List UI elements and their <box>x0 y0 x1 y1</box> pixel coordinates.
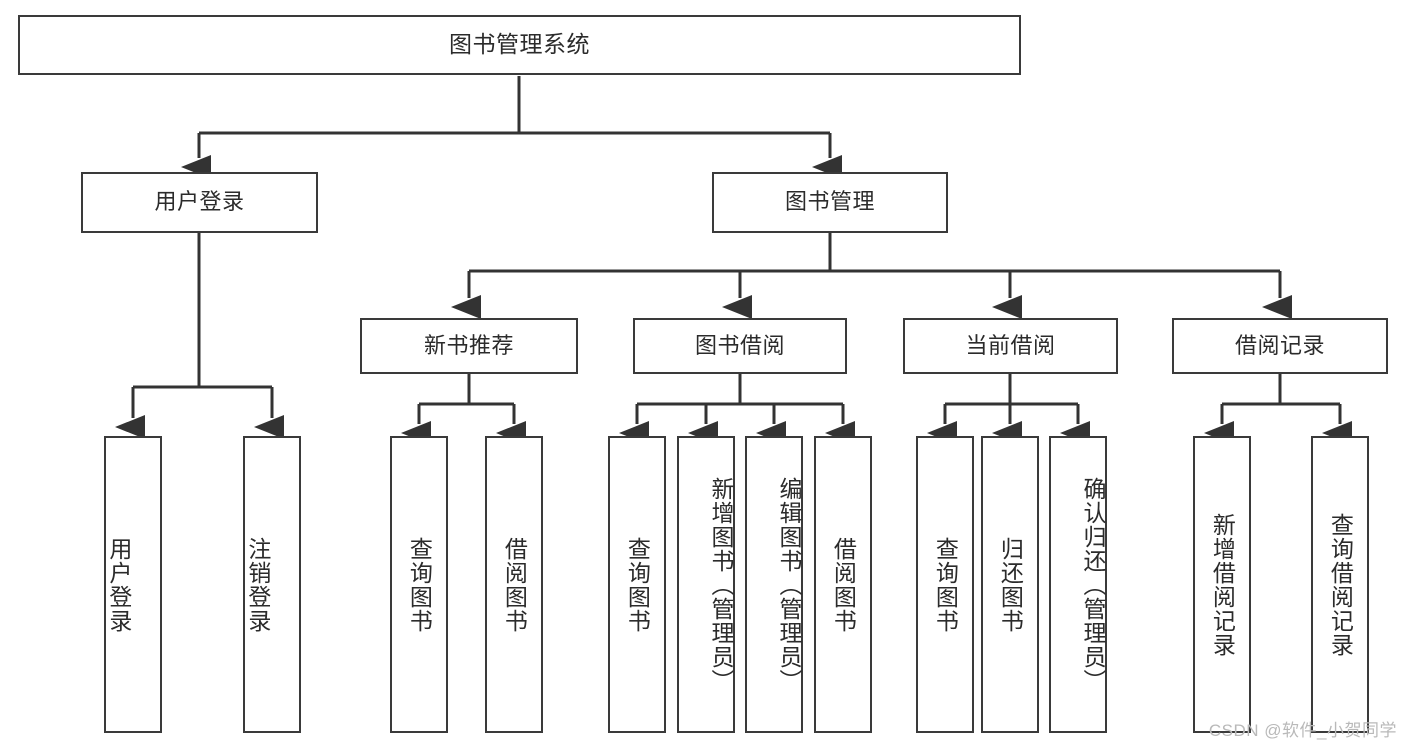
node-label: 图书管理 <box>784 189 875 215</box>
node-leaf-query-books-borrow[interactable]: 查询图书 <box>608 436 666 733</box>
node-label: 用户登录 <box>154 189 245 215</box>
node-leaf-query-borrow-record[interactable]: 查询借阅记录 <box>1311 436 1369 733</box>
node-label: 借阅图书 <box>501 536 528 633</box>
node-book-borrow[interactable]: 图书借阅 <box>633 318 847 374</box>
node-current-borrow[interactable]: 当前借阅 <box>903 318 1118 374</box>
node-leaf-return-books[interactable]: 归还图书 <box>981 436 1039 733</box>
node-borrow-record[interactable]: 借阅记录 <box>1172 318 1388 374</box>
node-label: 新增图书（管理员） <box>708 476 734 693</box>
node-label: 查询借阅记录 <box>1327 512 1354 657</box>
node-leaf-edit-book-admin[interactable]: 编辑图书（管理员） <box>745 436 803 733</box>
watermark-csdn: CSDN @软件_小贺同学 <box>1208 721 1397 740</box>
node-label: 用户登录 <box>105 536 132 633</box>
node-label: 图书借阅 <box>694 332 785 358</box>
node-root-library-system[interactable]: 图书管理系统 <box>18 15 1021 75</box>
node-leaf-add-book-admin[interactable]: 新增图书（管理员） <box>677 436 735 733</box>
node-label: 借阅记录 <box>1234 332 1325 358</box>
node-label: 新书推荐 <box>423 332 514 358</box>
node-leaf-logout[interactable]: 注销登录 <box>243 436 301 733</box>
node-label: 查询图书 <box>624 536 651 633</box>
node-leaf-confirm-return-admin[interactable]: 确认归还（管理员） <box>1049 436 1107 733</box>
node-leaf-query-books-recommend[interactable]: 查询图书 <box>390 436 448 733</box>
node-label: 编辑图书（管理员） <box>776 476 802 693</box>
node-label: 确认归还（管理员） <box>1080 476 1106 693</box>
node-leaf-query-books-current[interactable]: 查询图书 <box>916 436 974 733</box>
node-label: 借阅图书 <box>830 536 857 633</box>
node-label: 注销登录 <box>244 536 271 633</box>
node-label: 新增借阅记录 <box>1209 512 1236 657</box>
node-leaf-add-borrow-record[interactable]: 新增借阅记录 <box>1193 436 1251 733</box>
node-label: 查询图书 <box>932 536 959 633</box>
node-book-management[interactable]: 图书管理 <box>712 172 948 233</box>
node-leaf-borrow-books-recommend[interactable]: 借阅图书 <box>485 436 543 733</box>
node-leaf-user-login[interactable]: 用户登录 <box>104 436 162 733</box>
node-new-book-recommend[interactable]: 新书推荐 <box>360 318 578 374</box>
node-user-login[interactable]: 用户登录 <box>81 172 318 233</box>
node-label: 归还图书 <box>997 536 1024 633</box>
node-label: 查询图书 <box>406 536 433 633</box>
node-leaf-borrow-books[interactable]: 借阅图书 <box>814 436 872 733</box>
node-label: 当前借阅 <box>965 332 1056 358</box>
node-label: 图书管理系统 <box>449 31 590 58</box>
